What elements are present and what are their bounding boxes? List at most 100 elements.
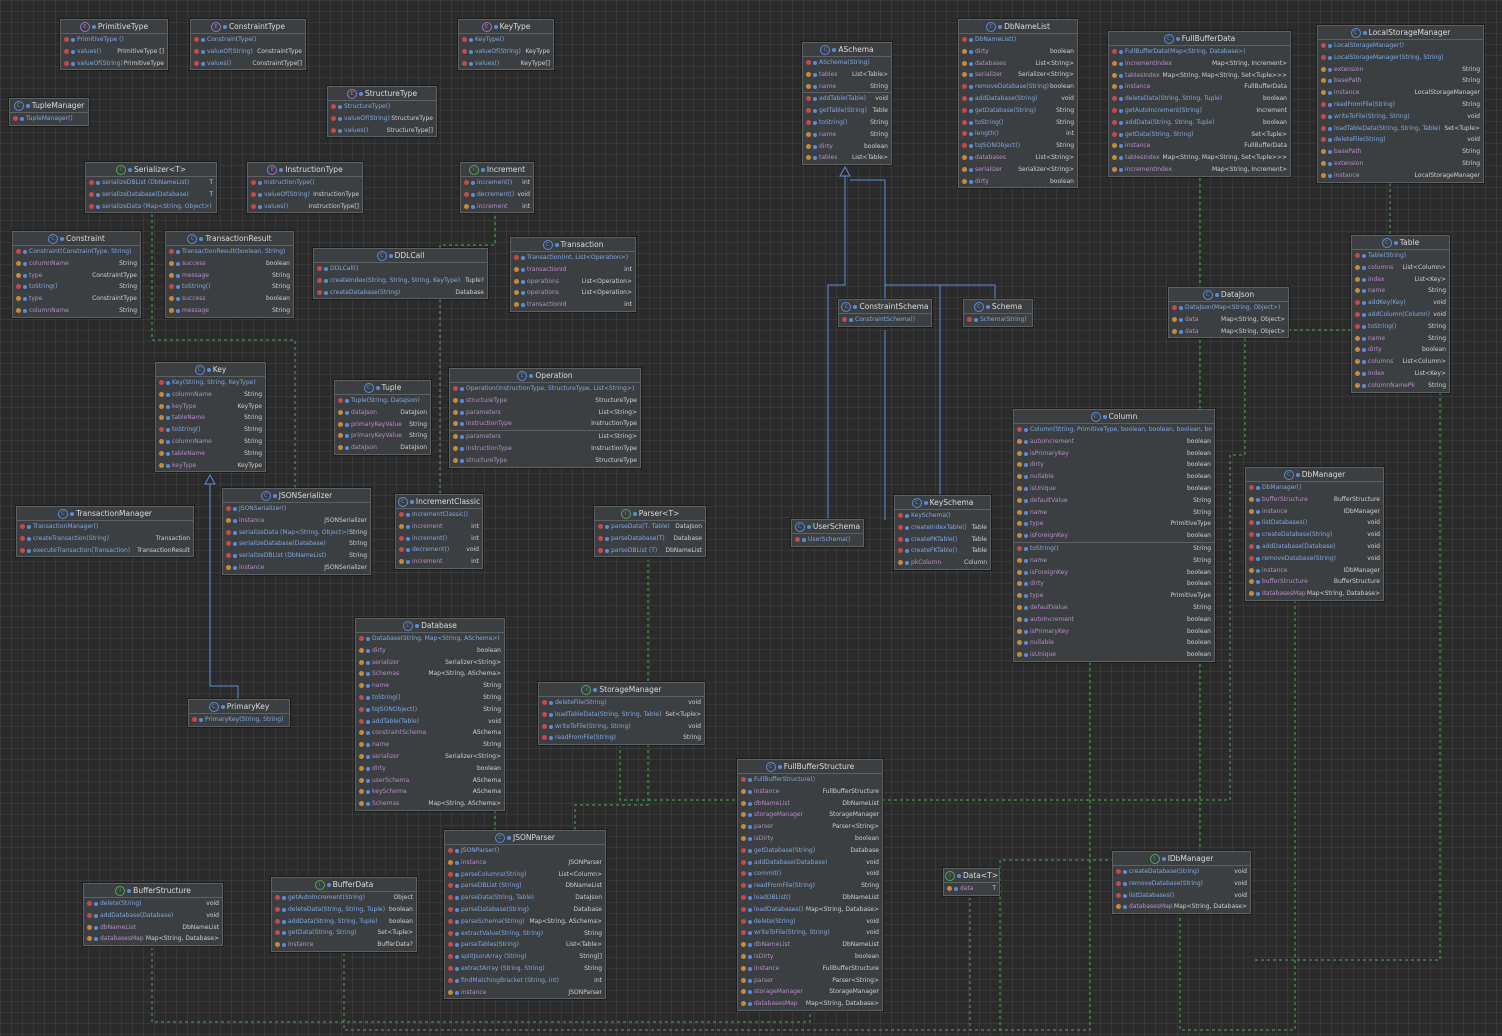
method-row[interactable]: createTransaction(String)Transaction [17,533,193,545]
method-row[interactable]: getTable(String)Table [803,105,891,117]
method-row[interactable]: TransactionManager() [17,521,193,533]
method-row[interactable]: Operation(InstructionType, StructureType… [450,383,640,395]
method-row[interactable]: getAutoIncrement(String)Object [272,892,416,904]
method-row[interactable]: LocalStorageManager(String, String) [1318,52,1483,64]
method-row[interactable]: FullBufferStructure() [738,774,882,786]
method-row[interactable]: JSONParser() [445,845,605,857]
method-row[interactable]: removeDatabase(String)void [1246,553,1383,565]
method-row[interactable]: length()int [959,128,1077,140]
method-row[interactable]: createDatabase(String)Database [314,287,487,299]
method-row[interactable]: Key(String, String, KeyType) [156,377,265,389]
method-row[interactable]: DbNameList() [959,34,1077,46]
method-row[interactable]: ConstraintType() [191,34,305,46]
method-row[interactable]: ASchema(String) [803,57,891,69]
method-row[interactable]: deleteData(String, String, Tuple)boolean [272,904,416,916]
method-row[interactable]: Table(String) [1352,250,1449,262]
method-row[interactable]: createPKTable()Table [895,534,990,546]
method-row[interactable]: createDatabase(String)void [1246,529,1383,541]
method-row[interactable]: loadTableData(String, String, Table)Set<… [539,709,704,721]
method-row[interactable]: getData(String, String)Set<Tuple> [1109,129,1290,141]
method-row[interactable]: Schema(String) [964,314,1032,326]
method-row[interactable]: parseDatabase(String)Database [445,904,605,916]
method-row[interactable]: valueOf(String)ConstraintType [191,46,305,58]
method-row[interactable]: decrement()void [396,544,482,556]
method-row[interactable]: values()InstructionType[] [248,201,362,213]
method-row[interactable]: values()KeyType[] [459,58,553,70]
method-row[interactable]: parseDatabase(T)Database [595,533,705,545]
method-row[interactable]: serializeDatabase(Database)T [86,189,216,201]
method-row[interactable]: toJSONObject()String [356,704,504,716]
method-row[interactable]: JSONSerializer() [223,503,370,515]
method-row[interactable]: StructureType() [328,101,436,113]
method-row[interactable]: PrimitiveType () [61,34,167,46]
method-row[interactable]: removeDatabase(String)void [1113,878,1250,890]
method-row[interactable]: increment()int [461,177,533,189]
method-row[interactable]: addDatabase(Database)void [84,910,222,922]
method-row[interactable]: toString()String [166,281,293,293]
method-row[interactable]: getData(String, String)Set<Tuple> [272,927,416,939]
method-row[interactable]: addDatabase(Database)void [1246,541,1383,553]
method-row[interactable]: toString()String [1352,321,1449,333]
method-row[interactable]: delete(String)void [84,898,222,910]
